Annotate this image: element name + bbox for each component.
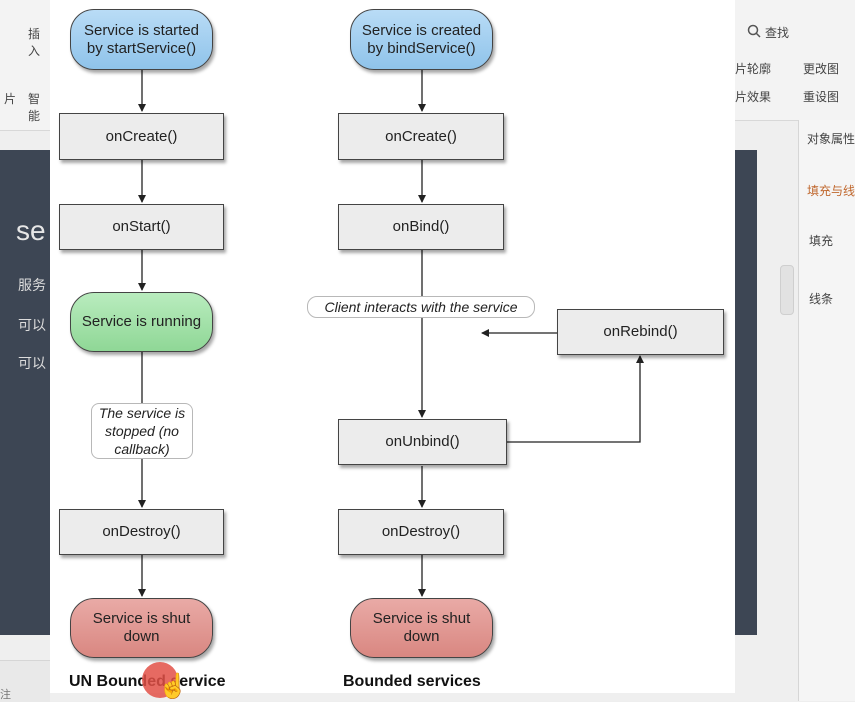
ribbon-item-change-image[interactable]: 更改图	[803, 62, 840, 76]
property-panel: 对象属性 填充与线 填充 线条	[798, 120, 855, 701]
unbounded-running-node: Service is running	[70, 292, 213, 352]
bounded-onrebind-node: onRebind()	[557, 309, 724, 355]
status-notes[interactable]: 注	[0, 688, 11, 701]
status-bar: 注	[0, 660, 50, 702]
scrollbar-thumb[interactable]	[780, 265, 794, 315]
bounded-ondestroy-node: onDestroy()	[338, 509, 504, 555]
click-indicator	[142, 662, 178, 698]
slide-canvas-right	[735, 150, 757, 635]
search-icon[interactable]	[747, 24, 761, 41]
search-button[interactable]: 查找	[765, 26, 790, 40]
panel-section-line[interactable]: 线条	[809, 292, 834, 306]
bounded-shutdown-node: Service is shut down	[350, 598, 493, 658]
unbounded-start-node: Service is started by startService()	[70, 9, 213, 70]
bounded-client-note: Client interacts with the service	[307, 296, 535, 318]
slide-title: se	[16, 215, 46, 246]
unbounded-shutdown-node: Service is shut down	[70, 598, 213, 658]
unbounded-onstart-node: onStart()	[59, 204, 224, 250]
slide-text-line: 服务	[18, 278, 46, 294]
ribbon-label: 智能	[28, 92, 41, 123]
slide-text-line: 可以	[18, 318, 46, 334]
bounded-onbind-node: onBind()	[338, 204, 504, 250]
slide-text-line: 可以	[18, 356, 46, 372]
bounded-onunbind-node: onUnbind()	[338, 419, 507, 465]
panel-section-fill[interactable]: 填充	[809, 234, 834, 248]
ribbon-item-effects[interactable]: 片效果	[735, 90, 772, 104]
unbounded-oncreate-node: onCreate()	[59, 113, 224, 160]
service-lifecycle-diagram: Service is started by startService() onC…	[50, 0, 735, 693]
bounded-start-node: Service is created by bindService()	[350, 9, 493, 70]
panel-tab-fill-line[interactable]: 填充与线	[807, 184, 855, 198]
ribbon-item-reset-image[interactable]: 重设图	[803, 90, 840, 104]
ribbon-tab-insert[interactable]: 插入	[28, 27, 41, 58]
unbounded-ondestroy-node: onDestroy()	[59, 509, 224, 555]
bounded-oncreate-node: onCreate()	[338, 113, 504, 160]
unbounded-stopped-note: The service is stopped (no callback)	[91, 403, 193, 459]
ribbon-item-outline[interactable]: 片轮廓	[735, 62, 772, 76]
ribbon-left: 插入 片 智能	[0, 0, 50, 131]
ribbon-right: 查找 片轮廓 更改图 片效果 重设图	[735, 0, 855, 121]
bounded-caption: Bounded services	[343, 673, 481, 690]
panel-title: 对象属性	[807, 132, 855, 146]
hand-pointer-icon: ☝	[158, 673, 188, 700]
ribbon-label: 片	[4, 92, 17, 106]
diagram-connectors	[138, 70, 644, 597]
slide-canvas: se 服务 可以 可以	[0, 150, 50, 635]
